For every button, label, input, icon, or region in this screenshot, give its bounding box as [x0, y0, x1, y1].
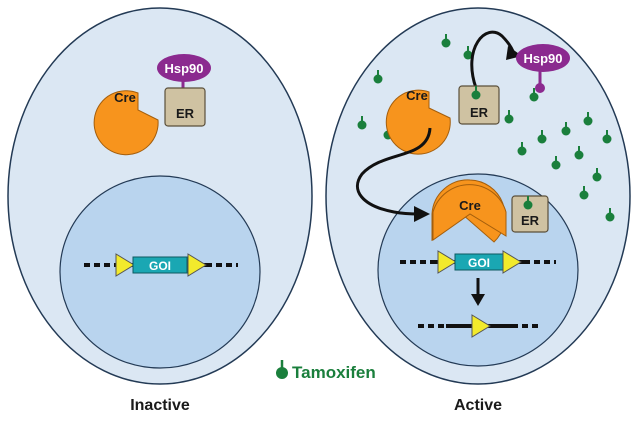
active-cre-nucleus: Cre — [431, 179, 507, 243]
active-cell: Hsp90 ER Cre Cre ER — [325, 7, 631, 385]
tamoxifen-molecule-icon — [276, 360, 288, 379]
translocation-arrow — [356, 127, 432, 216]
active-cre-top-label: Cre — [406, 88, 428, 103]
inactive-cre: Cre — [93, 90, 159, 156]
inactive-hsp90: Hsp90 — [157, 54, 211, 101]
active-goi-label: GOI — [468, 256, 490, 270]
inactive-cre-label: Cre — [114, 90, 136, 105]
inactive-er: ER — [164, 87, 206, 127]
active-hsp90-label: Hsp90 — [523, 51, 562, 66]
active-er-nucleus: ER — [511, 195, 549, 233]
active-dna-after — [418, 314, 542, 338]
inactive-hsp90-label: Hsp90 — [164, 61, 203, 76]
active-er-top-label: ER — [470, 105, 489, 120]
inactive-er-label: ER — [176, 106, 195, 121]
active-dna-before: GOI — [400, 250, 556, 274]
release-arrow — [470, 30, 516, 89]
loxp-right-icon — [187, 253, 207, 277]
active-er-top: ER — [458, 85, 500, 125]
active-loxp-right-icon — [502, 250, 522, 274]
tamoxifen-label: Tamoxifen — [292, 363, 376, 382]
active-cre-nucleus-label: Cre — [459, 198, 481, 213]
active-title: Active — [454, 397, 502, 414]
loxp-left-icon — [115, 253, 135, 277]
inactive-title: Inactive — [130, 397, 190, 414]
active-hsp90: Hsp90 — [516, 44, 570, 93]
remaining-loxp-icon — [471, 314, 491, 338]
active-er-nucleus-label: ER — [521, 213, 540, 228]
inactive-dna: GOI — [84, 253, 238, 277]
inactive-cell: Hsp90 ER Cre GOI — [7, 7, 313, 385]
inactive-goi-label: GOI — [149, 259, 171, 273]
active-cre-top: Cre — [385, 88, 451, 155]
tamoxifen-legend: Tamoxifen — [276, 360, 376, 382]
active-loxp-left-icon — [437, 250, 457, 274]
